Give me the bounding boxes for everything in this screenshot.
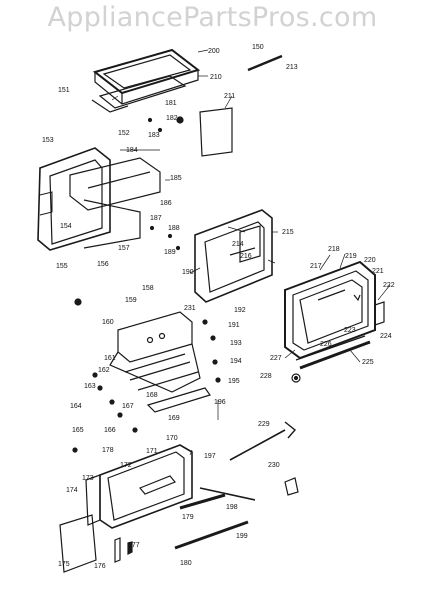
label-161: 161 — [104, 355, 116, 362]
label-180: 180 — [180, 560, 192, 567]
label-221: 221 — [372, 268, 384, 275]
label-198: 198 — [226, 504, 238, 511]
label-170: 170 — [166, 435, 178, 442]
label-185: 185 — [170, 175, 182, 182]
label-216: 216 — [240, 253, 252, 260]
rod-213 — [247, 54, 283, 72]
label-195: 195 — [228, 378, 240, 385]
label-191: 191 — [228, 322, 240, 329]
label-173: 173 — [82, 475, 94, 482]
label-220: 220 — [364, 257, 376, 264]
label-222: 222 — [383, 282, 395, 289]
hinge-parts — [291, 373, 301, 383]
label-190: 190 — [182, 269, 194, 276]
small-parts-bottom — [72, 447, 133, 563]
label-164: 164 — [70, 403, 82, 410]
label-153: 153 — [42, 137, 54, 144]
label-169: 169 — [168, 415, 180, 422]
label-163: 163 — [84, 383, 96, 390]
label-176: 176 — [94, 563, 106, 570]
label-194: 194 — [230, 358, 242, 365]
label-224: 224 — [380, 333, 392, 340]
label-227: 227 — [270, 355, 282, 362]
label-179: 179 — [182, 514, 194, 521]
label-218: 218 — [328, 246, 340, 253]
label-193: 193 — [230, 340, 242, 347]
label-189: 189 — [164, 249, 176, 256]
label-226: 226 — [320, 341, 332, 348]
label-219: 219 — [345, 253, 357, 260]
label-174: 174 — [66, 487, 78, 494]
left-cabinet-assembly — [37, 147, 161, 251]
part-labels: 150 151 152 153 154 155 156 157 158 159 … — [42, 44, 395, 570]
label-168: 168 — [146, 392, 158, 399]
middle-panel-assembly — [194, 209, 273, 303]
label-188: 188 — [168, 225, 180, 232]
label-155: 155 — [56, 263, 68, 270]
label-215: 215 — [282, 229, 294, 236]
label-225: 225 — [362, 359, 374, 366]
label-160: 160 — [102, 319, 114, 326]
side-panel-211 — [199, 107, 233, 157]
label-184: 184 — [126, 147, 138, 154]
label-156: 156 — [97, 261, 109, 268]
label-150: 150 — [252, 44, 264, 51]
label-165: 165 — [72, 427, 84, 434]
small-fasteners-middle — [74, 298, 221, 433]
label-178: 178 — [102, 447, 114, 454]
rods-and-tubes — [174, 421, 299, 550]
label-152: 152 — [118, 130, 130, 137]
label-200: 200 — [208, 48, 220, 55]
label-171: 171 — [146, 448, 158, 455]
label-197: 197 — [204, 453, 216, 460]
small-parts-186-189 — [149, 225, 181, 251]
label-151: 151 — [58, 87, 70, 94]
lower-cabinet-assembly — [85, 444, 193, 529]
small-fasteners-top — [147, 116, 184, 133]
top-frame-assembly — [91, 48, 201, 113]
label-213: 213 — [286, 64, 298, 71]
label-214: 214 — [232, 241, 244, 248]
label-172: 172 — [120, 462, 132, 469]
leader-lines — [111, 49, 391, 456]
label-177: 177 — [128, 542, 140, 549]
label-223: 223 — [344, 327, 356, 334]
label-192: 192 — [234, 307, 246, 314]
label-154: 154 — [60, 223, 72, 230]
label-231: 231 — [184, 305, 196, 312]
label-211: 211 — [224, 93, 235, 100]
label-196: 196 — [214, 399, 226, 406]
label-230: 230 — [268, 462, 280, 469]
label-217: 217 — [310, 263, 322, 270]
label-182: 182 — [166, 115, 178, 122]
label-158: 158 — [142, 285, 154, 292]
door-assembly — [284, 260, 385, 370]
label-229: 229 — [258, 421, 270, 428]
label-186: 186 — [160, 200, 172, 207]
label-199: 199 — [236, 533, 248, 540]
watermark: AppliancePartsPros.com — [47, 2, 378, 33]
label-162: 162 — [98, 367, 110, 374]
label-210: 210 — [210, 74, 222, 81]
control-assembly — [109, 311, 211, 413]
label-181: 181 — [165, 100, 177, 107]
label-157: 157 — [118, 245, 130, 252]
label-183: 183 — [148, 132, 160, 139]
label-228: 228 — [260, 373, 272, 380]
label-166: 166 — [104, 427, 116, 434]
label-159: 159 — [125, 297, 137, 304]
label-187: 187 — [150, 215, 162, 222]
label-167: 167 — [122, 403, 134, 410]
panel-175 — [59, 514, 97, 573]
label-175: 175 — [58, 561, 70, 568]
